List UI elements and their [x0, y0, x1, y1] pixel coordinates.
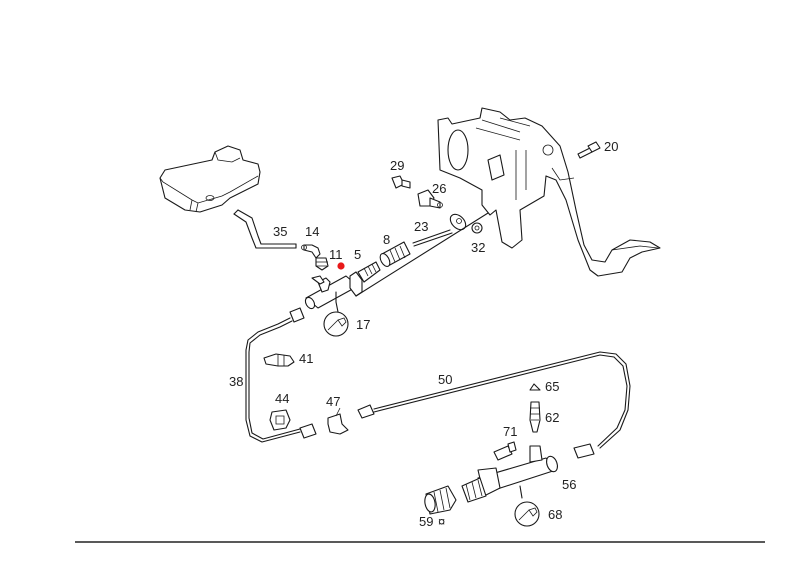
bracket-47[interactable]	[327, 407, 349, 435]
label-23: 23	[414, 219, 428, 234]
label-50: 50	[438, 372, 452, 387]
boot-8[interactable]	[378, 241, 411, 268]
bolt-71[interactable]	[493, 441, 517, 461]
clip-44[interactable]	[269, 409, 291, 431]
master-cylinder-5[interactable]	[304, 261, 381, 313]
label-8: 8	[383, 232, 390, 247]
fitting-26[interactable]	[417, 189, 443, 209]
label-5: 5	[354, 247, 361, 262]
push-rod-23[interactable]	[412, 211, 469, 247]
repair-kit-17[interactable]	[323, 311, 349, 337]
label-56: 56	[562, 477, 576, 492]
label-14: 14	[305, 224, 319, 239]
label-20: 20	[604, 139, 618, 154]
hydraulic-line-50[interactable]	[357, 351, 631, 459]
nut-32[interactable]	[471, 222, 483, 234]
hose-35[interactable]	[233, 209, 297, 249]
label-71: 71	[503, 424, 517, 439]
pedal-assembly[interactable]	[437, 107, 661, 277]
label-59: 59	[419, 514, 433, 529]
label-47: 47	[326, 394, 340, 409]
label-62: 62	[545, 410, 559, 425]
label-68: 68	[548, 507, 562, 522]
bolt-20[interactable]	[577, 141, 601, 159]
boot-59[interactable]	[424, 485, 457, 515]
label-65: 65	[545, 379, 559, 394]
label-59-symbol: ¤	[438, 514, 445, 529]
label-38: 38	[229, 374, 243, 389]
grommet-11[interactable]	[315, 257, 329, 271]
label-26: 26	[432, 181, 446, 196]
dust-cap-65[interactable]	[529, 383, 541, 391]
highlight-marker[interactable]	[337, 262, 345, 270]
leader-line	[355, 207, 497, 297]
label-29: 29	[390, 158, 404, 173]
slave-cylinder-56[interactable]	[461, 445, 559, 503]
bleeder-screw-62[interactable]	[529, 401, 541, 433]
label-44: 44	[275, 391, 289, 406]
hydraulic-line-38[interactable]	[245, 307, 317, 443]
label-35: 35	[273, 224, 287, 239]
repair-kit-68[interactable]	[514, 501, 540, 527]
label-32: 32	[471, 240, 485, 255]
label-41: 41	[299, 351, 313, 366]
label-17: 17	[356, 317, 370, 332]
label-11: 11	[329, 247, 343, 262]
elbow-connector-14[interactable]	[301, 244, 321, 259]
bolt-29[interactable]	[391, 175, 411, 189]
fluid-reservoir[interactable]	[159, 145, 261, 213]
clip-41[interactable]	[263, 353, 295, 367]
